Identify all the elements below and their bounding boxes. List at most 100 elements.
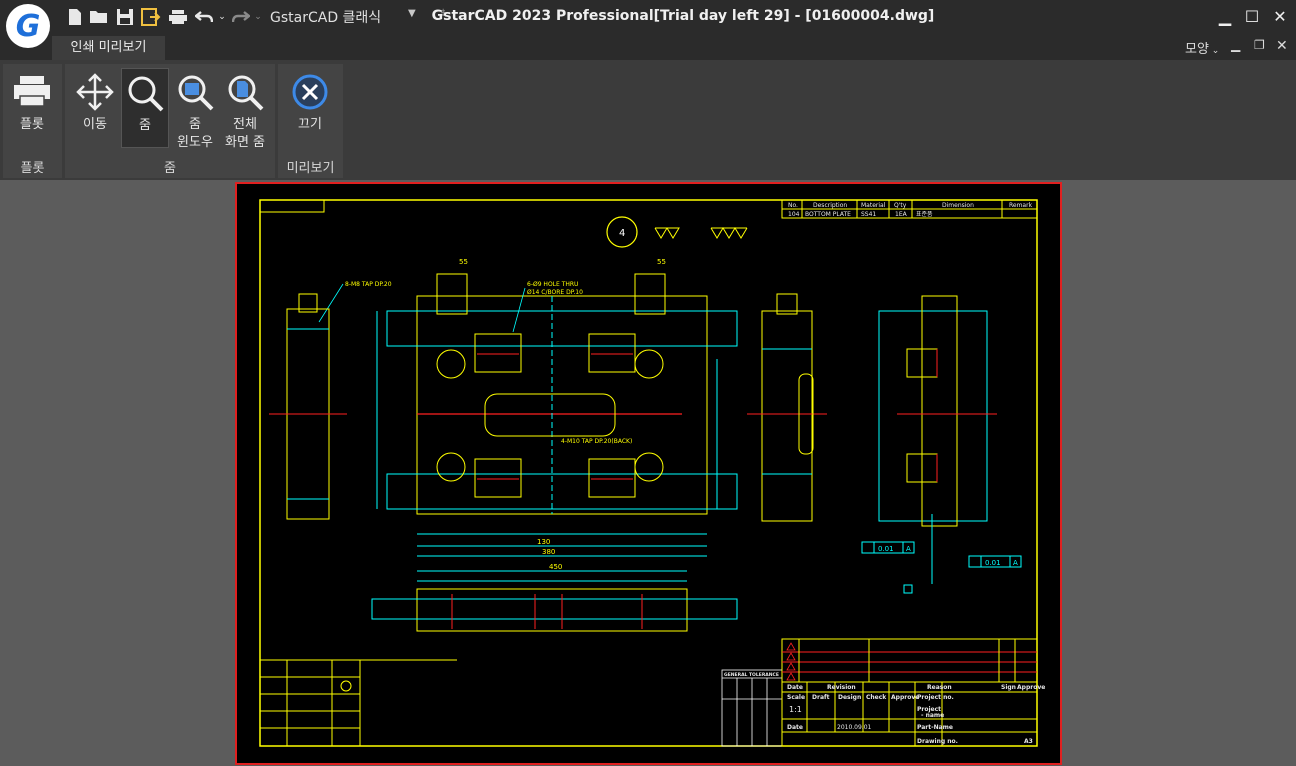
dim-label-380: 380 <box>542 548 555 556</box>
panel-title-preview: 미리보기 <box>286 161 335 176</box>
part-header-remark: Remark <box>1009 202 1033 209</box>
tb-part-name-label: Part-Name <box>917 724 953 731</box>
tolerance-frame-2: 0.01 A <box>968 555 1022 568</box>
section-view <box>878 295 997 594</box>
doc-restore-button[interactable]: ❐ <box>1254 38 1265 52</box>
part-table: No. Description Material Q'ty Dimension … <box>781 199 1038 219</box>
tb-check-label: Check <box>866 694 887 701</box>
title-bar: ⌄ ⌄ GstarCAD 클래식 ▼ ⇟ GstarCAD 2023 Profe… <box>0 0 1296 34</box>
zoom-extents-button[interactable]: 전체 화면 줌 <box>221 68 269 152</box>
dim-label-55-right: 55 <box>657 258 666 266</box>
panel-preview: 끄기 미리보기 <box>278 64 343 178</box>
doc-minimize-button[interactable]: ▁ <box>1231 38 1241 52</box>
tb-date-value: 2010.09.01 <box>837 724 872 731</box>
maximize-button[interactable]: ☐ <box>1244 7 1260 26</box>
tb-project-name-label: Project <box>917 706 941 713</box>
part-header-dimension: Dimension <box>942 202 974 209</box>
plot-button[interactable]: 플롯 <box>8 68 56 134</box>
tb-project-name-label2: - name <box>921 712 944 719</box>
redo-icon[interactable] <box>230 6 252 28</box>
view-style-menu[interactable]: 모양 ⌄ <box>1185 42 1220 57</box>
tolerance-frame-1: 0.01 A <box>861 541 915 554</box>
print-icon[interactable] <box>167 6 189 28</box>
notes-box <box>259 659 457 747</box>
tb-date-label: Date <box>787 684 803 691</box>
tolerance-datum-1: A <box>906 545 911 553</box>
general-tolerance-table <box>721 669 783 747</box>
tb-draft-label: Draft <box>812 694 830 701</box>
tolerance-datum-2: A <box>1013 559 1018 567</box>
open-folder-icon[interactable] <box>88 6 110 28</box>
customize-toolbar-icon[interactable]: ⇟ <box>439 8 448 19</box>
view-style-label: 모양 <box>1185 42 1209 57</box>
drawing-border <box>259 199 1038 747</box>
part-balloon-number: 4 <box>619 228 625 239</box>
printer-icon <box>14 76 50 107</box>
app-logo[interactable]: G <box>6 4 50 48</box>
title-block <box>781 638 1038 747</box>
dim-label-55-left: 55 <box>459 258 468 266</box>
ribbon-tab-bar: 인쇄 미리보기 <box>0 34 1296 60</box>
panel-title-zoom: 줌 <box>164 161 176 176</box>
pan-button[interactable]: 이동 <box>71 68 119 134</box>
tb-scale-label: Scale <box>787 694 805 701</box>
tolerance-value-2: 0.01 <box>985 559 1001 567</box>
panel-plot: 플롯 플롯 <box>3 64 62 178</box>
preview-sheet[interactable]: No. Description Material Q'ty Dimension … <box>235 182 1062 765</box>
workspace-dropdown-icon[interactable]: ▼ <box>408 8 416 19</box>
front-view <box>376 273 738 557</box>
tb-date-label-2: Date <box>787 724 803 731</box>
minimize-button[interactable]: ▁ <box>1218 7 1232 26</box>
dim-label-130: 130 <box>537 538 550 546</box>
zoom-icon <box>128 76 164 112</box>
workspace-selector[interactable]: GstarCAD 클래식 <box>270 10 382 26</box>
tb-sheet-size: A3 <box>1024 738 1033 745</box>
drawing-canvas: No. Description Material Q'ty Dimension … <box>259 199 1045 747</box>
close-button[interactable]: ✕ <box>1273 7 1287 26</box>
zoom-window-button[interactable]: 줌 윈도우 <box>171 68 219 152</box>
undo-dropdown-icon[interactable]: ⌄ <box>218 12 226 22</box>
surface-finish-mark-2 <box>710 227 748 239</box>
part-balloon <box>606 216 638 248</box>
pan-icon <box>76 73 114 111</box>
tb-approve2-label: Approve <box>891 694 919 701</box>
right-side-view <box>747 293 827 522</box>
note-tap-2: 4-M10 TAP DP.20(BACK) <box>561 438 632 445</box>
surface-finish-mark-1 <box>654 227 680 239</box>
note-hole-2: Ø14 C/BORE DP.10 <box>527 289 583 296</box>
panel-zoom: 이동 줌 줌 윈도우 전체 화면 줌 줌 <box>65 64 275 178</box>
redo-dropdown-icon[interactable]: ⌄ <box>254 12 262 22</box>
part-header-desc: Description <box>813 202 847 209</box>
part-cell-qty: 1EA <box>895 211 908 218</box>
panel-title-plot: 플롯 <box>20 161 45 176</box>
tolerance-value-1: 0.01 <box>878 545 894 553</box>
doc-close-button[interactable]: ✕ <box>1276 38 1288 54</box>
window-title: GstarCAD 2023 Professional[Trial day lef… <box>431 8 935 24</box>
part-header-qty: Q'ty <box>894 202 907 209</box>
part-cell-material: SS41 <box>861 211 876 218</box>
logo-letter: G <box>15 8 41 44</box>
save-as-icon[interactable] <box>140 6 162 28</box>
close-preview-button[interactable]: 끄기 <box>286 68 334 134</box>
tb-project-no-label: Project no. <box>917 694 954 701</box>
part-header-no: No. <box>788 202 798 209</box>
new-file-icon[interactable] <box>66 6 84 28</box>
close-circle-icon <box>292 74 328 110</box>
undo-icon[interactable] <box>193 6 215 28</box>
ribbon: 플롯 플롯 이동 줌 줌 윈도우 전체 화면 줌 줌 끄기 미리보기 <box>0 60 1296 180</box>
bottom-view <box>371 570 738 632</box>
zoom-button[interactable]: 줌 <box>121 68 169 148</box>
note-tap-1: 8-M8 TAP DP.20 <box>345 281 392 288</box>
tb-sign-label: Sign <box>1001 684 1016 691</box>
dim-label-450: 450 <box>549 563 562 571</box>
save-icon[interactable] <box>114 6 136 28</box>
tb-scale-value: 1:1 <box>789 705 802 714</box>
note-hole-1: 6-Ø9 HOLE THRU <box>527 281 578 288</box>
tab-print-preview[interactable]: 인쇄 미리보기 <box>52 36 165 60</box>
tb-approve-label: Approve <box>1017 684 1045 691</box>
left-side-view <box>269 293 347 520</box>
tb-drawing-no-label: Drawing no. <box>917 738 958 745</box>
part-header-material: Material <box>861 202 886 209</box>
drawing-corner-box <box>259 199 325 213</box>
revision-triangles <box>786 642 796 681</box>
